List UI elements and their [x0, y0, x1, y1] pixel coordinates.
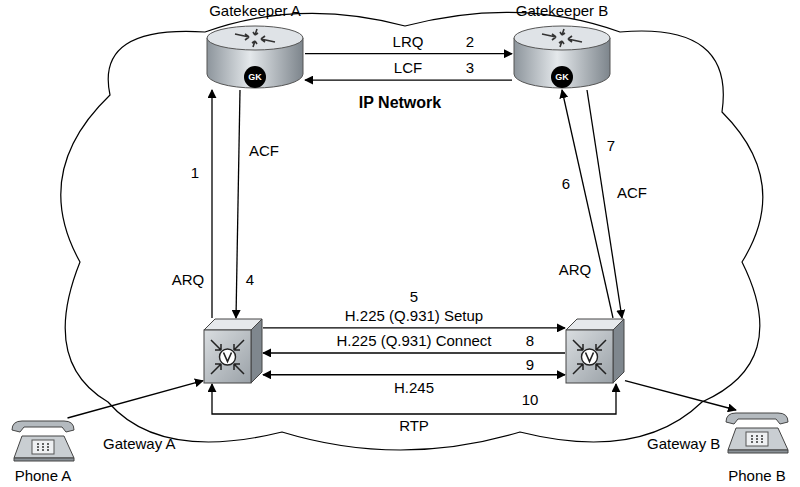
gatekeeper-badge: GK: [551, 66, 573, 88]
telephone: Phone B: [722, 410, 792, 454]
message-arrow: [587, 90, 622, 318]
ip-cloud: [61, 12, 763, 450]
step-number: 3: [464, 60, 476, 76]
step-number: 4: [244, 272, 256, 288]
step-number: 1: [189, 165, 201, 181]
message-arrow: [68, 381, 204, 418]
message-label: H.225 (Q.931) Setup: [343, 308, 485, 324]
gateway-switch: Gateway B: [565, 318, 625, 384]
device-name: Phone A: [15, 468, 72, 484]
device-name: Phone B: [728, 468, 786, 484]
gatekeeper-router: Gatekeeper BGK: [512, 24, 612, 90]
device-name: Gatekeeper A: [209, 3, 301, 19]
gatekeeper-router: Gatekeeper AGK: [205, 24, 305, 90]
message-label: H.245: [392, 380, 436, 396]
message-label: ARQ: [557, 262, 594, 278]
device-name: Gatekeeper B: [516, 3, 609, 19]
message-label: ACF: [247, 143, 281, 159]
message-arrow: [263, 352, 565, 353]
gatekeeper-badge: GK: [244, 66, 266, 88]
message-label: LCF: [392, 60, 424, 76]
message-label: RTP: [397, 418, 431, 434]
message-arrow: [236, 90, 240, 318]
step-number: 8: [524, 333, 536, 349]
message-label: ACF: [615, 185, 649, 201]
message-arrow: [305, 53, 512, 54]
message-arrow: [562, 90, 613, 318]
message-arrow: [625, 381, 736, 410]
message-label: ARQ: [170, 272, 207, 288]
message-arrow: [211, 90, 212, 318]
device-name: Gateway B: [647, 436, 720, 452]
step-number: 10: [520, 392, 541, 408]
message-label: H.225 (Q.931) Connect: [334, 333, 493, 349]
step-number: 7: [605, 138, 617, 154]
message-arrow: [263, 327, 565, 328]
step-number: 5: [408, 289, 420, 305]
step-number: 9: [524, 357, 536, 373]
step-number: 2: [464, 34, 476, 50]
step-number: 6: [560, 176, 572, 192]
telephone: Phone A: [8, 418, 78, 462]
message-arrow: [305, 79, 512, 80]
message-label: LRQ: [391, 34, 426, 50]
device-name: Gateway A: [103, 436, 176, 452]
message-arrow: [263, 374, 565, 375]
gateway-switch: Gateway A: [203, 318, 263, 384]
region-label: IP Network: [357, 94, 443, 112]
